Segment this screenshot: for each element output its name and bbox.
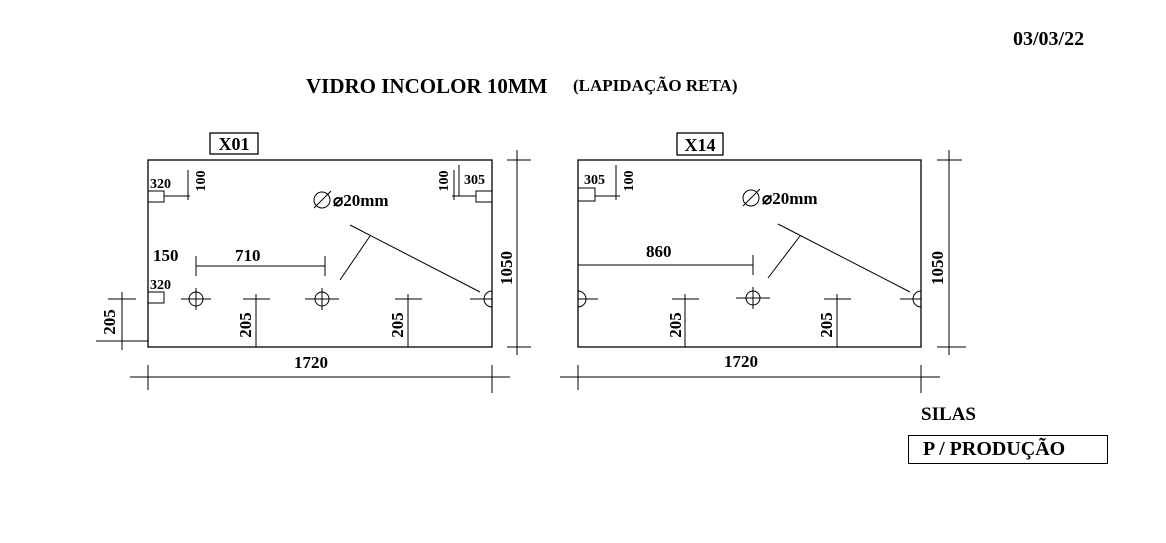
notch-bottom-left <box>147 291 165 304</box>
diameter-icon <box>742 188 761 207</box>
piece-code-box <box>209 132 259 155</box>
dim-height: 1050 <box>928 251 947 285</box>
dim-top-left-width: 305 <box>584 173 605 188</box>
production-stamp: P / PRODUÇÃO <box>908 435 1108 464</box>
dim-top-right-height: 100 <box>437 171 452 192</box>
piece-x14: X14 305 100 ⌀20mm 860 <box>560 132 966 393</box>
dim-width: 1720 <box>294 353 328 372</box>
diameter-icon <box>313 190 332 209</box>
dim-hole-offset: 860 <box>646 242 672 261</box>
dim-center-height-1: 205 <box>236 312 255 338</box>
dim-center-height-2: 205 <box>388 312 407 338</box>
piece-code: X14 <box>685 135 716 155</box>
glass-outline <box>577 159 922 348</box>
dim-height: 1050 <box>497 251 516 285</box>
dim-left-height: 205 <box>100 309 119 335</box>
date-label: 03/03/22 <box>1013 28 1085 50</box>
dim-left-offset: 150 <box>153 246 179 265</box>
hole-2 <box>305 288 339 310</box>
dim-top-right-width: 305 <box>464 173 485 188</box>
piece-x01: X01 320 100 305 100 ⌀20mm 150 710 <box>96 132 531 393</box>
piece-code: X01 <box>219 134 250 154</box>
glass-outline <box>147 159 493 348</box>
hole-diameter-label: ⌀20mm <box>333 191 389 210</box>
dim-center-height-1: 205 <box>666 312 685 338</box>
dim-top-left-width: 320 <box>150 177 171 192</box>
notch-top-left <box>577 187 596 202</box>
page-title: VIDRO INCOLOR 10MM <box>306 74 548 98</box>
dim-center-height-2: 205 <box>817 312 836 338</box>
dim-bottom-left-width: 320 <box>150 278 171 293</box>
hole-1 <box>736 287 770 309</box>
dim-top-left-height: 100 <box>194 171 209 192</box>
hole-1 <box>181 288 211 310</box>
dim-top-left-height: 100 <box>622 171 637 192</box>
hole-diameter-label: ⌀20mm <box>762 189 818 208</box>
signer-name: SILAS <box>921 404 976 425</box>
notch-top-left <box>147 190 165 203</box>
page-subtitle: (LAPIDAÇÃO RETA) <box>573 76 738 95</box>
notch-top-right <box>475 190 493 203</box>
dim-hole-spacing: 710 <box>235 246 261 265</box>
piece-code-box <box>676 132 724 156</box>
dim-width: 1720 <box>724 352 758 371</box>
